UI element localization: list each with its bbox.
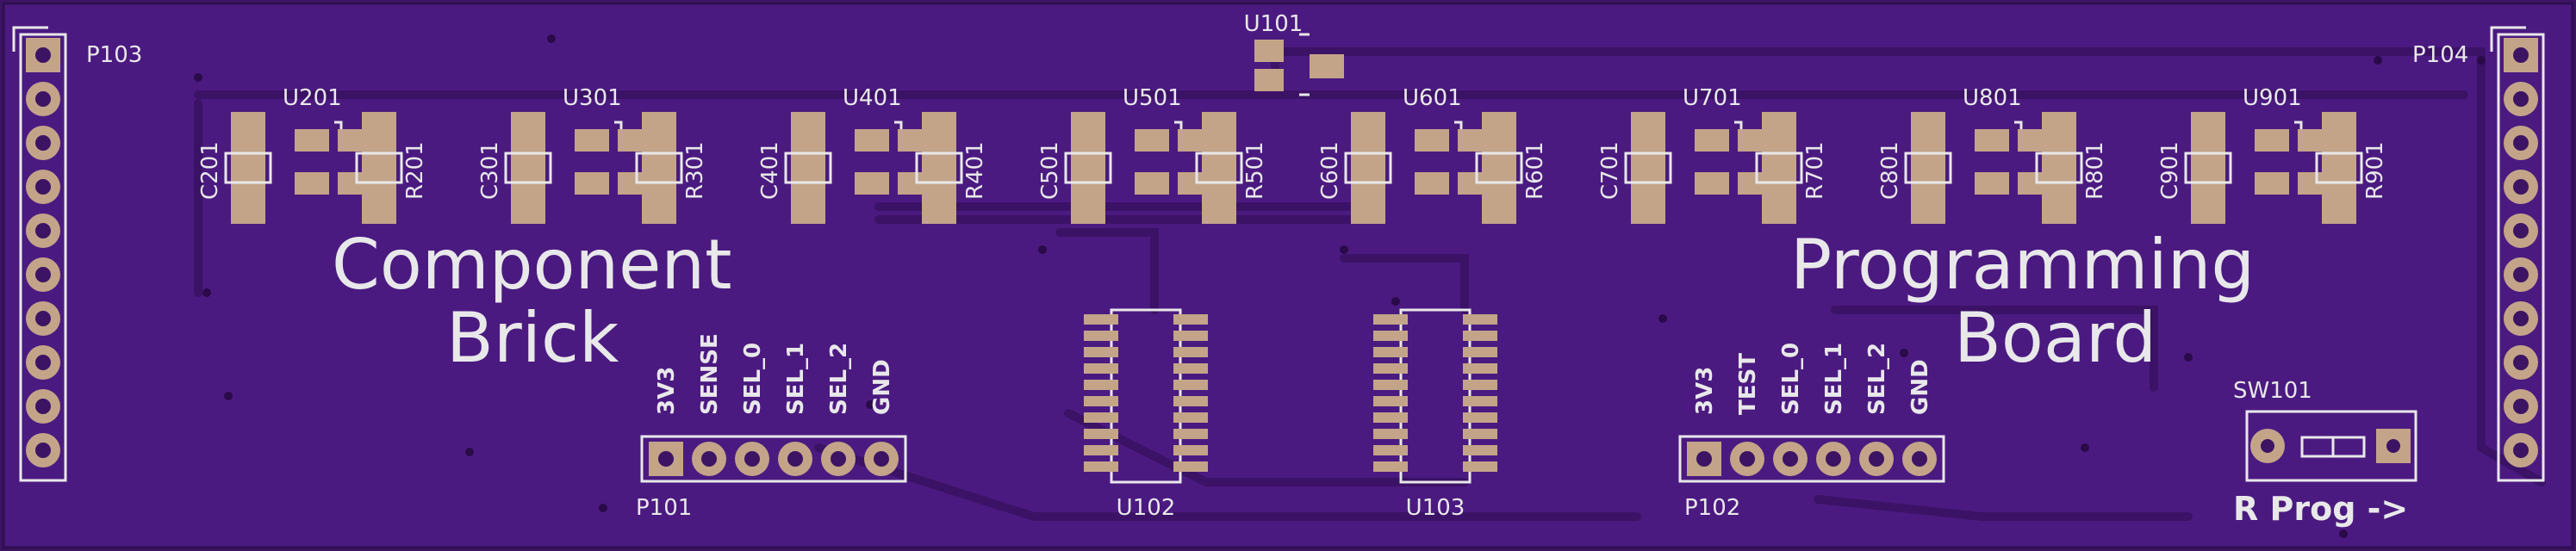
r501-label: R501 bbox=[1242, 141, 1268, 200]
p102-pin-0-label: 3V3 bbox=[1692, 367, 1718, 415]
c301-label: C301 bbox=[477, 141, 503, 200]
u301-label: U301 bbox=[563, 85, 622, 111]
u102-label: U102 bbox=[1117, 495, 1176, 521]
p101-connector bbox=[640, 435, 907, 483]
u103-footprint bbox=[1373, 308, 1497, 484]
p101-pin-1-label: SENSE bbox=[697, 333, 723, 415]
u501-label: U501 bbox=[1123, 85, 1182, 111]
p102-pin-4-label: SEL_2 bbox=[1864, 343, 1890, 415]
u102-footprint bbox=[1084, 308, 1208, 484]
title-brick: Brick bbox=[446, 298, 619, 378]
c601-label: C601 bbox=[1317, 141, 1343, 200]
r401-label: R401 bbox=[962, 141, 988, 200]
title-programming: Programming bbox=[1790, 225, 2255, 305]
r301-label: R301 bbox=[682, 141, 708, 200]
p102-pin-labels: 3V3 TEST SEL_0 SEL_1 SEL_2 GND bbox=[1692, 343, 1933, 415]
p101-pin-3-label: SEL_1 bbox=[783, 343, 809, 415]
p103-label: P103 bbox=[86, 42, 142, 68]
u101-footprint bbox=[1254, 33, 1344, 96]
c901-footprint bbox=[2184, 112, 2232, 224]
sw101-label: SW101 bbox=[2233, 378, 2312, 404]
p104-label: P104 bbox=[2412, 42, 2468, 68]
u401-label: U401 bbox=[843, 85, 902, 111]
p104-connector bbox=[2490, 26, 2545, 482]
p101-pin-5-label: GND bbox=[869, 359, 895, 415]
title-component: Component bbox=[332, 225, 731, 305]
c801-label: C801 bbox=[1877, 141, 1903, 200]
c201-label: C201 bbox=[197, 141, 223, 200]
r801-label: R801 bbox=[2082, 141, 2108, 200]
c201-footprint bbox=[224, 112, 272, 224]
p101-pin-2-label: SEL_0 bbox=[740, 343, 766, 415]
c601-footprint bbox=[1344, 112, 1392, 224]
r601-label: R601 bbox=[1522, 141, 1548, 200]
p102-pin-3-label: SEL_1 bbox=[1821, 343, 1847, 415]
c501-footprint bbox=[1064, 112, 1112, 224]
r701-footprint bbox=[1755, 112, 1803, 224]
p102-connector bbox=[1678, 435, 1945, 483]
p101-pin-0-label: 3V3 bbox=[654, 367, 680, 415]
c801-footprint bbox=[1904, 112, 1952, 224]
sw101-caption: R Prog -> bbox=[2233, 490, 2408, 528]
c701-label: C701 bbox=[1597, 141, 1623, 200]
u801-label: U801 bbox=[1963, 85, 2022, 111]
u701-label: U701 bbox=[1683, 85, 1742, 111]
c501-label: C501 bbox=[1037, 141, 1063, 200]
r801-footprint bbox=[2035, 112, 2083, 224]
u601-label: U601 bbox=[1403, 85, 1462, 111]
c401-label: C401 bbox=[757, 141, 783, 200]
p101-pin-labels: 3V3 SENSE SEL_0 SEL_1 SEL_2 GND bbox=[654, 333, 895, 415]
p102-label: P102 bbox=[1684, 495, 1740, 521]
r901-label: R901 bbox=[2362, 141, 2388, 200]
u101-label: U101 bbox=[1244, 11, 1304, 37]
p102-pin-1-label: TEST bbox=[1735, 353, 1761, 415]
r701-label: R701 bbox=[1802, 141, 1828, 200]
r201-footprint bbox=[355, 112, 403, 224]
r301-footprint bbox=[635, 112, 683, 224]
p103-connector bbox=[12, 26, 67, 482]
r501-footprint bbox=[1195, 112, 1243, 224]
r401-footprint bbox=[915, 112, 963, 224]
r601-footprint bbox=[1475, 112, 1523, 224]
c901-label: C901 bbox=[2157, 141, 2183, 200]
title-board: Board bbox=[1954, 298, 2156, 378]
sw101-footprint bbox=[2245, 410, 2417, 482]
c301-footprint bbox=[504, 112, 552, 224]
c701-footprint bbox=[1624, 112, 1672, 224]
r901-footprint bbox=[2315, 112, 2363, 224]
u201-label: U201 bbox=[283, 85, 342, 111]
u901-label: U901 bbox=[2243, 85, 2302, 111]
p101-pin-4-label: SEL_2 bbox=[826, 343, 852, 415]
p102-pin-5-label: GND bbox=[1907, 359, 1933, 415]
u103-label: U103 bbox=[1406, 495, 1465, 521]
c401-footprint bbox=[784, 112, 832, 224]
p101-label: P101 bbox=[636, 495, 692, 521]
r201-label: R201 bbox=[402, 141, 428, 200]
p102-pin-2-label: SEL_0 bbox=[1778, 343, 1804, 415]
